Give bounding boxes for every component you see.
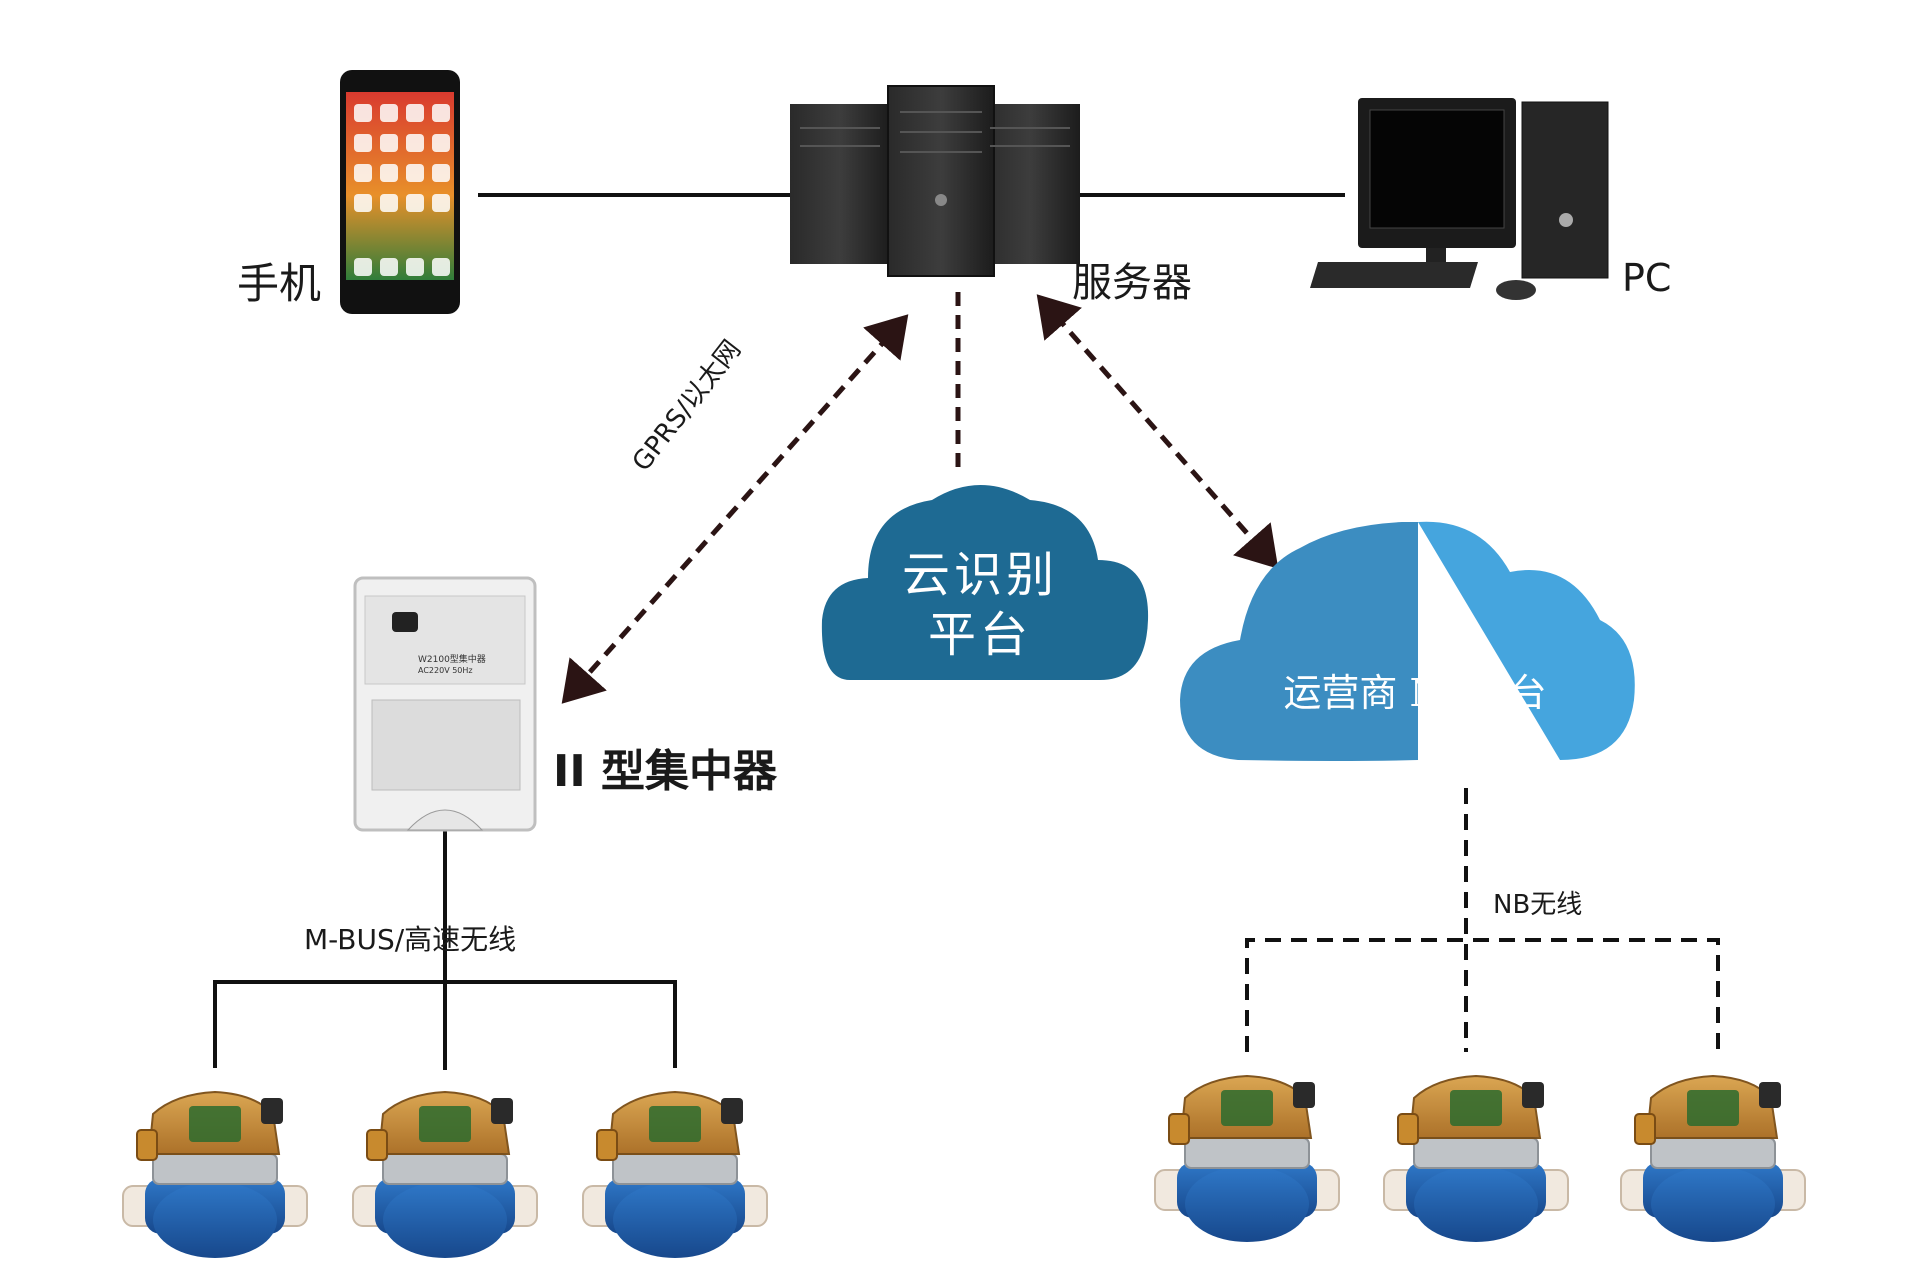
concentrator-icon [353,576,537,832]
mbus-label: M-BUS/高速无线 [304,923,517,956]
water-meter-icon [1154,1075,1340,1243]
server-label: 服务器 [1072,260,1192,306]
concentrator-model-text: W2100型集中器 [418,655,486,665]
cloud-recognition-label-line2: 平台 [927,607,1032,663]
server-operator-link-arrow [1036,294,1279,569]
gprs-link-arrow [561,314,909,704]
nb-bus-lines [1245,788,1720,1052]
concentrator-rating-text: AC220V 50Hz [418,666,473,675]
cloud-recognition-label-line1: 云识别 [901,547,1058,603]
water-meter-icon [352,1091,538,1259]
water-meter-icon [1383,1075,1569,1243]
phone-icon [340,70,460,314]
pc-label: PC [1622,256,1672,300]
operator-cloud-label: 运营商 NB平台 [1283,671,1547,715]
water-meter-icon [122,1091,308,1259]
nb-wireless-label: NB无线 [1493,890,1583,920]
operator-cloud-shape [1180,521,1635,761]
pc-icon [1310,98,1609,300]
water-meter-icon [582,1091,768,1259]
phone-label: 手机 [237,259,322,308]
server-icon [790,85,1080,277]
cloud-recognition-shape [821,485,1149,680]
mbus-bus-lines [213,828,677,1070]
water-meter-icon [1620,1075,1806,1243]
concentrator-label: II 型集中器 [553,746,778,797]
